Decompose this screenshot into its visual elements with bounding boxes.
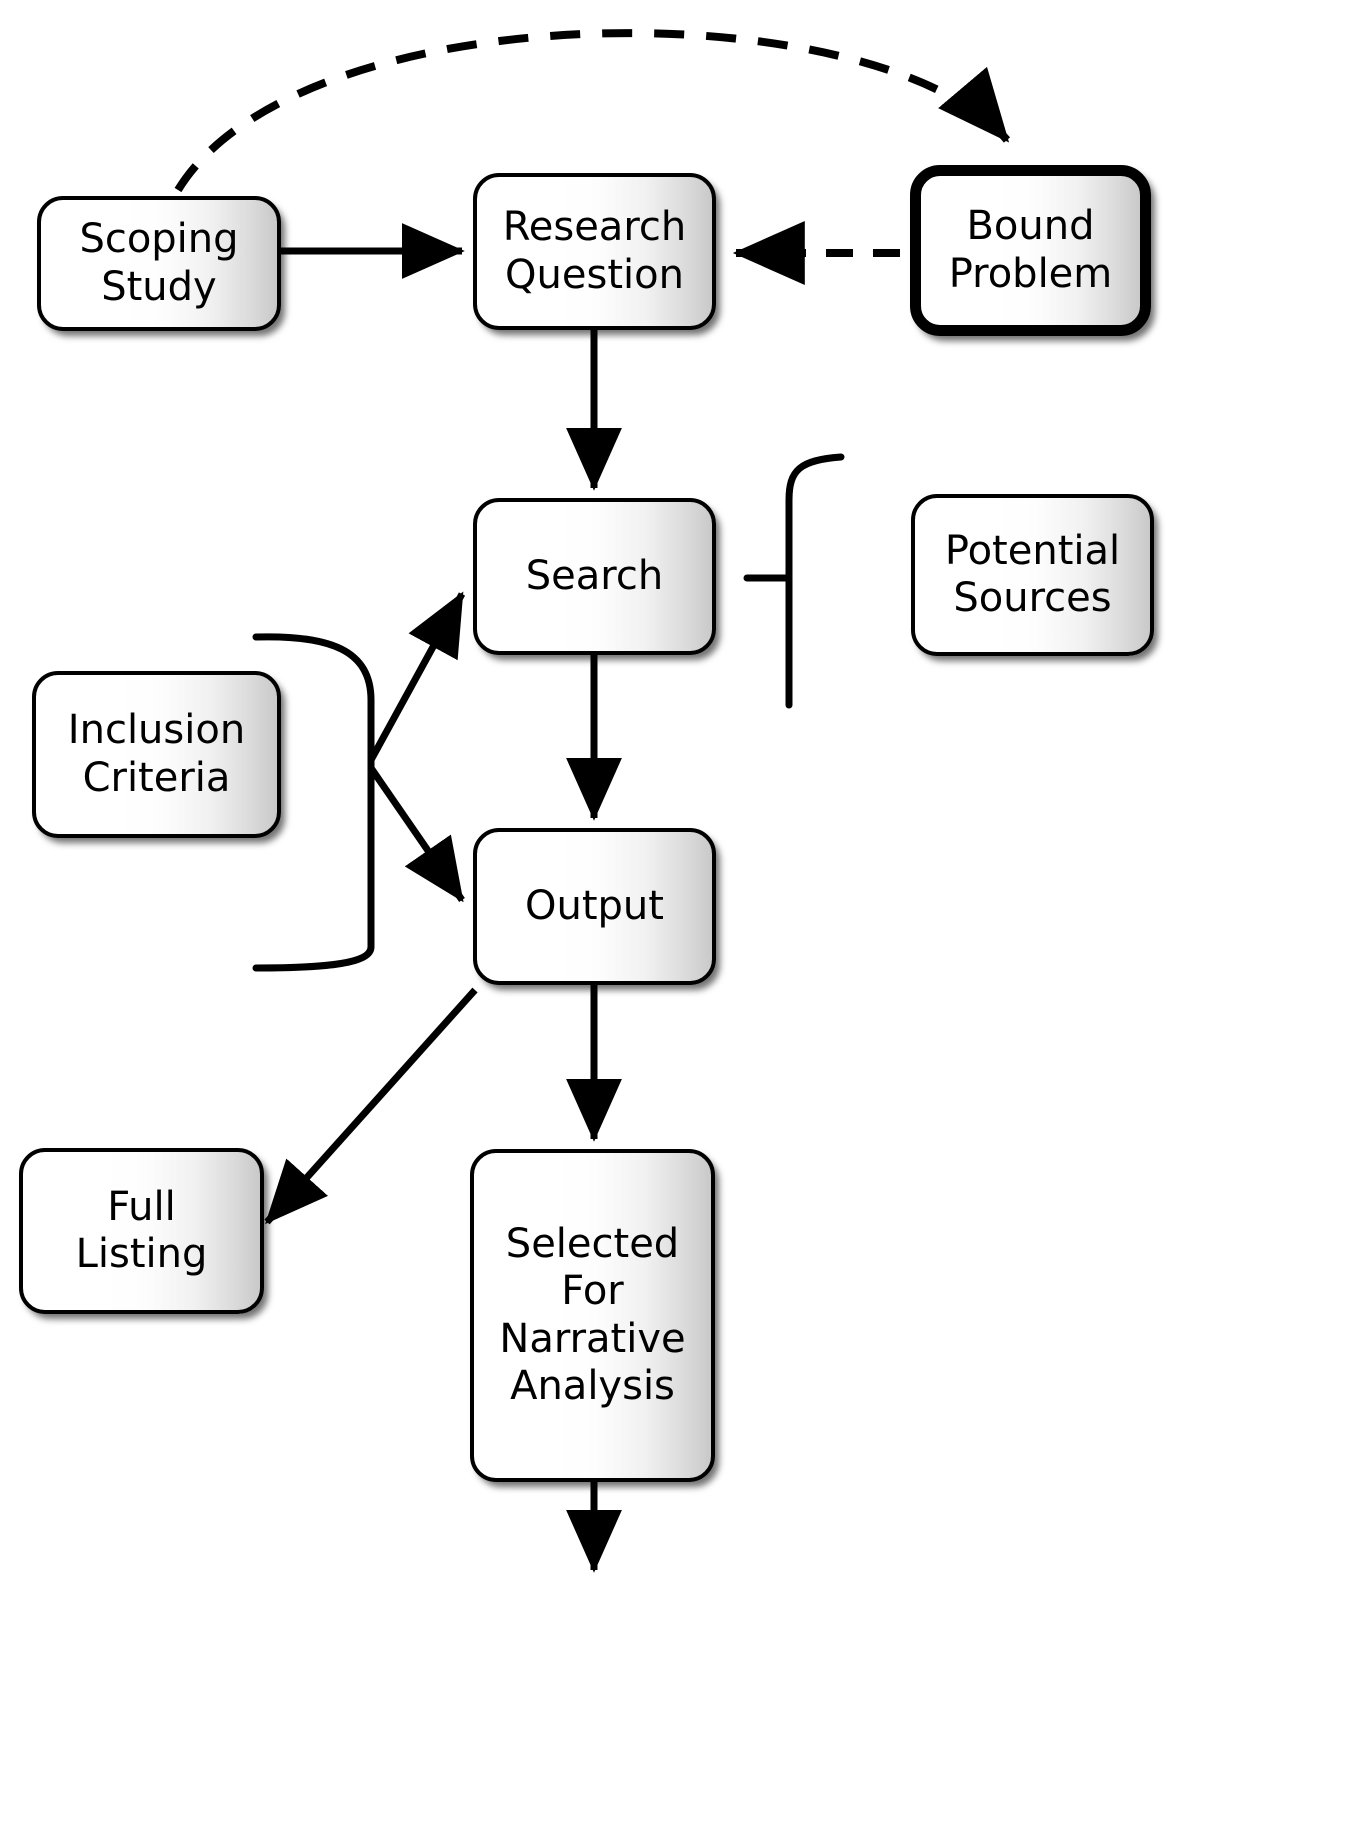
node-selected-for-narrative-analysis-label: Selected For Narrative Analysis <box>499 1221 686 1409</box>
node-scoping-study-label: Scoping Study <box>79 216 239 310</box>
node-scoping-study[interactable]: Scoping Study <box>37 196 281 331</box>
node-research-question[interactable]: Research Question <box>473 173 716 330</box>
node-search[interactable]: Search <box>473 498 716 655</box>
node-output[interactable]: Output <box>473 828 716 985</box>
edge-output-to-full-listing <box>264 987 478 1225</box>
node-inclusion-criteria[interactable]: Inclusion Criteria <box>32 671 281 838</box>
node-output-label: Output <box>525 882 664 929</box>
edge-scoping-study-to-bound-problem <box>174 29 1011 193</box>
potential-sources-brace <box>785 453 845 709</box>
node-inclusion-criteria-label: Inclusion Criteria <box>67 707 246 801</box>
node-bound-problem[interactable]: Bound Problem <box>910 165 1151 336</box>
node-full-listing[interactable]: Full Listing <box>19 1148 264 1314</box>
node-search-label: Search <box>525 552 664 599</box>
node-potential-sources[interactable]: Potential Sources <box>911 494 1154 656</box>
edge-criteria-to-search <box>367 591 466 762</box>
node-bound-problem-label: Bound Problem <box>948 203 1113 297</box>
edge-criteria-to-output <box>368 766 465 903</box>
node-potential-sources-label: Potential Sources <box>944 527 1121 621</box>
node-research-question-label: Research Question <box>502 204 687 298</box>
node-selected-for-narrative-analysis[interactable]: Selected For Narrative Analysis <box>470 1149 715 1482</box>
node-full-listing-label: Full Listing <box>75 1183 208 1277</box>
inclusion-criteria-brace <box>252 633 375 972</box>
